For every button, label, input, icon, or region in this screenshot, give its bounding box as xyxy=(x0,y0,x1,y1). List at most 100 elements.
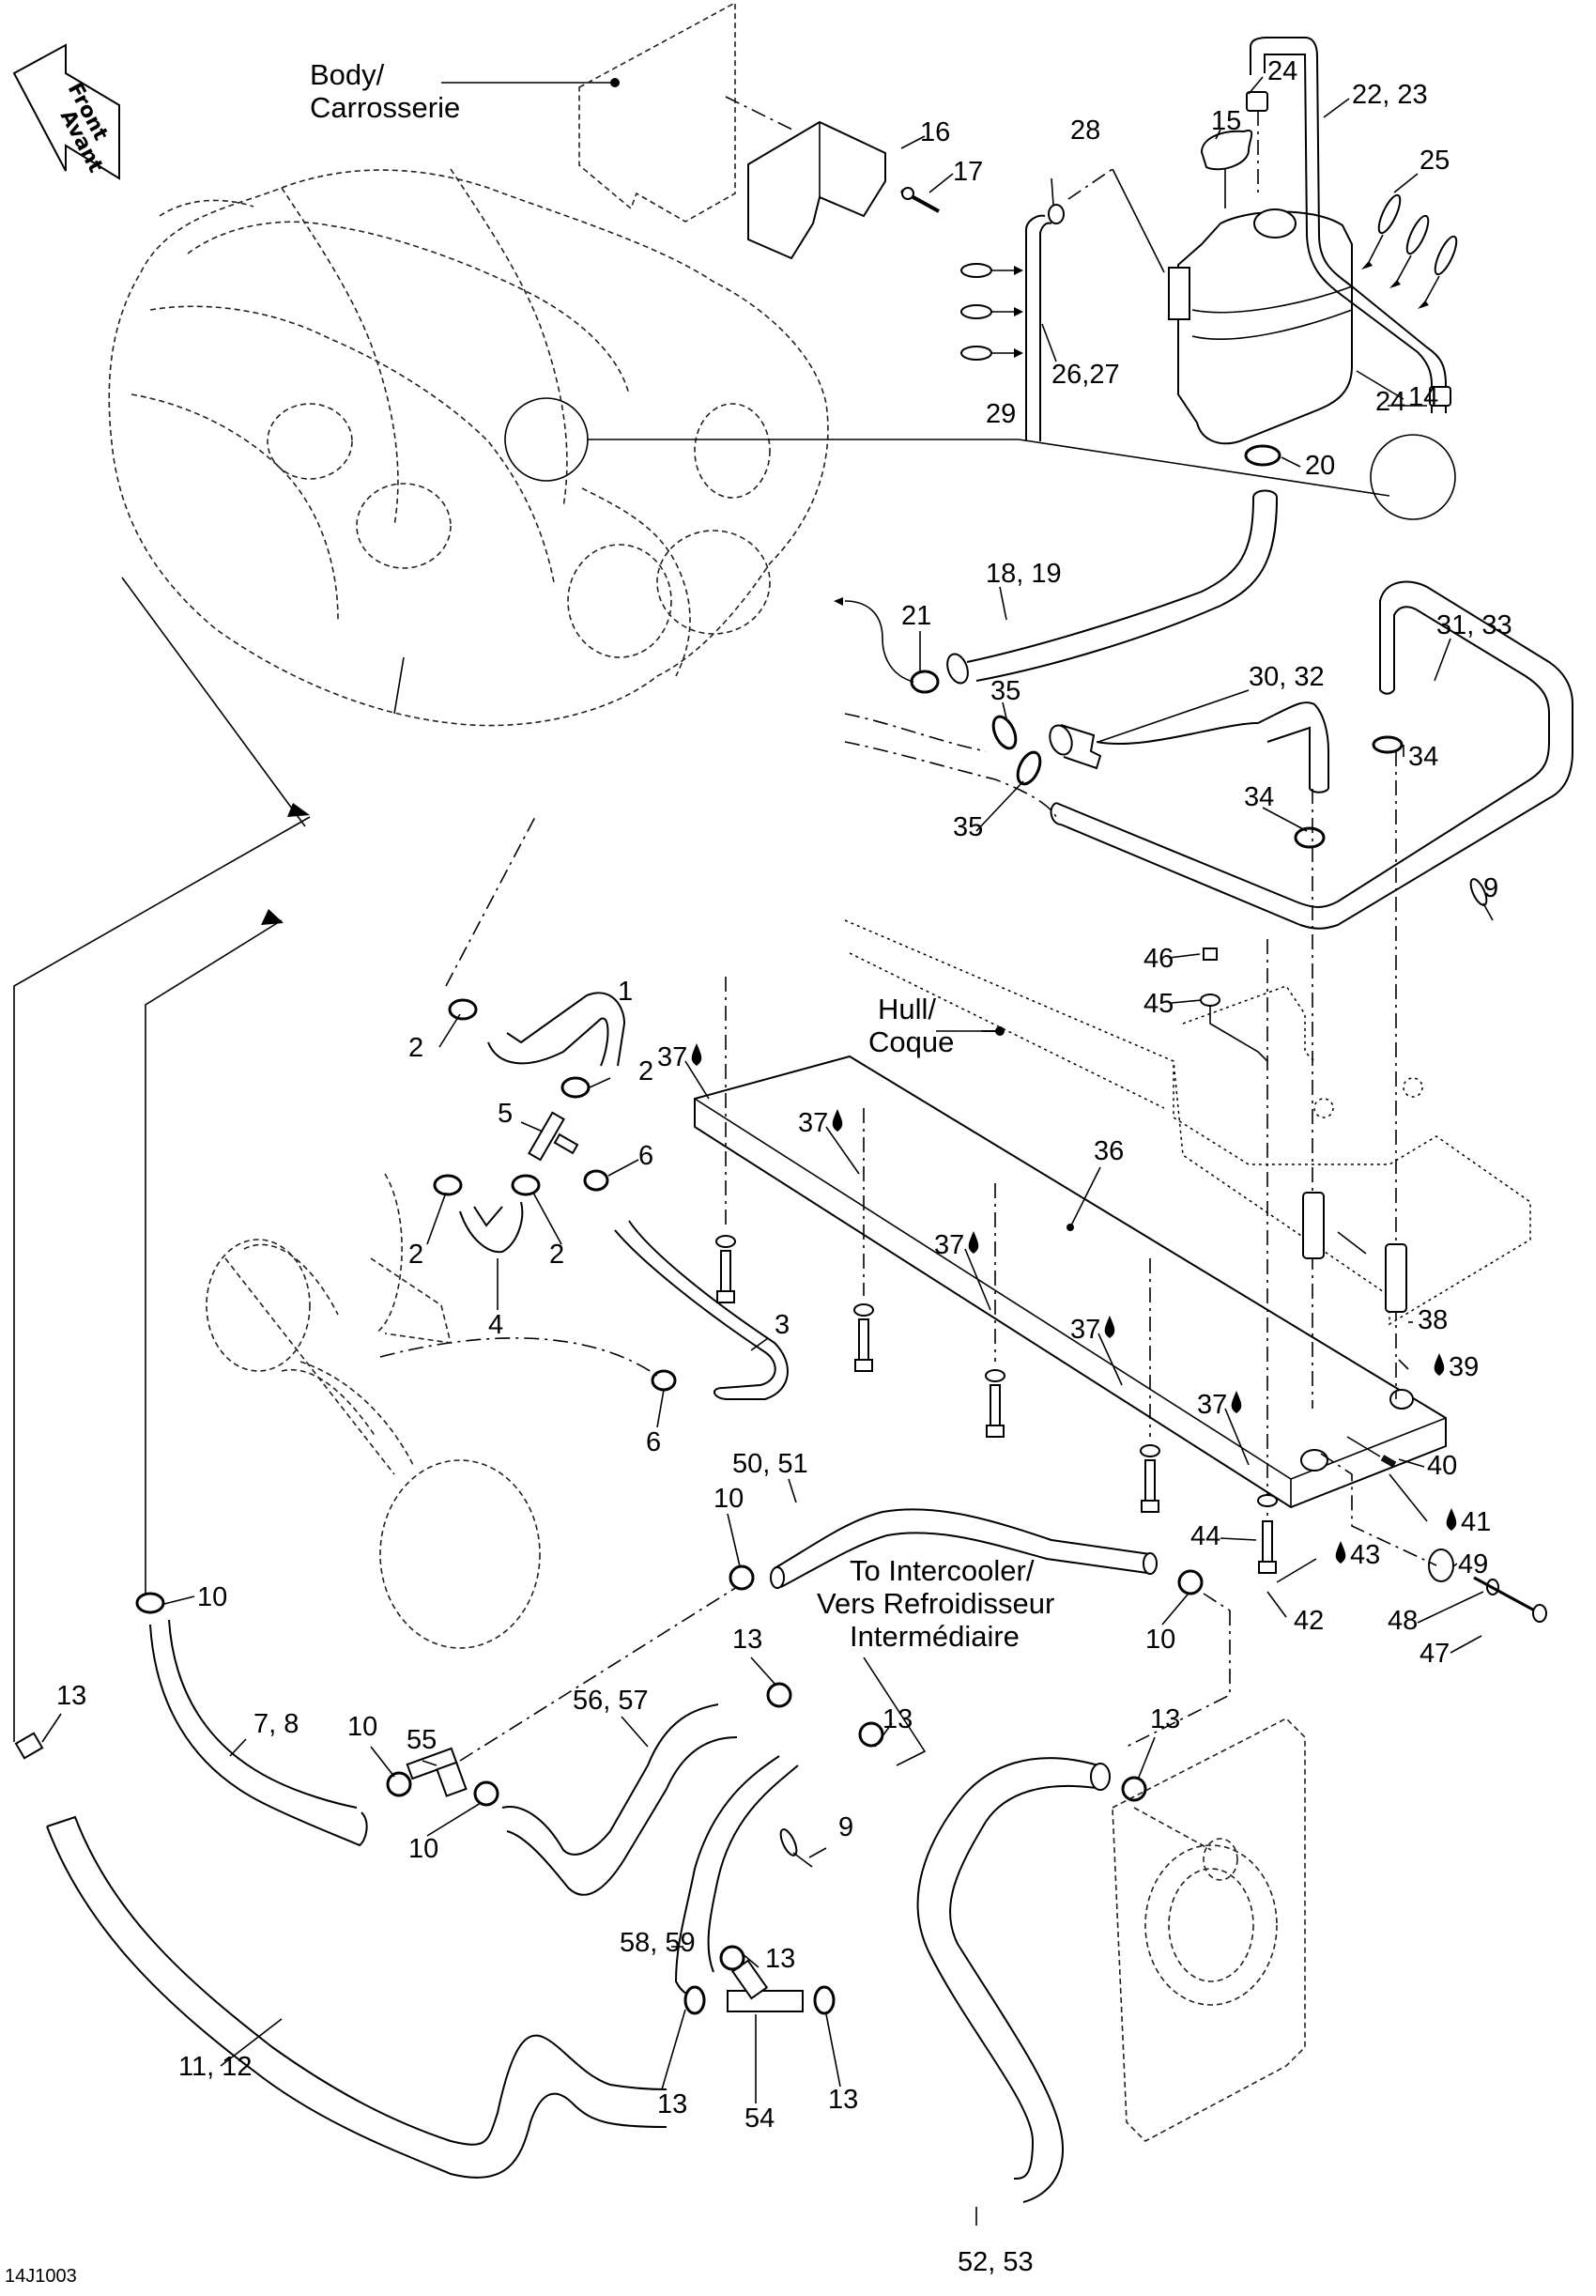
hose-3 xyxy=(614,1220,789,1400)
callout-number: 44 xyxy=(1190,1521,1220,1551)
callout-number: 30, 32 xyxy=(1249,662,1325,692)
sealant-drop-icon xyxy=(1434,1353,1445,1376)
callout-number: 56, 57 xyxy=(573,1686,649,1716)
callout-56-57: 56, 57 xyxy=(573,1686,649,1748)
callout-leader-line xyxy=(163,1595,195,1605)
callout-40: 40 xyxy=(1398,1451,1457,1481)
callout-37: 37 xyxy=(1070,1315,1123,1386)
callout-leader-line xyxy=(589,1077,611,1088)
callout-14: 14 xyxy=(1356,370,1438,412)
callout-leader-line xyxy=(438,1013,461,1048)
callout-54: 54 xyxy=(744,2014,775,2134)
callout-leader-line xyxy=(1393,173,1419,193)
callout-31-33: 31, 33 xyxy=(1434,610,1512,682)
callout-leader-line xyxy=(1220,1537,1257,1541)
sealant-drop-icon xyxy=(968,1231,979,1254)
callout-41: 41 xyxy=(1389,1473,1491,1537)
callout-24: 24 xyxy=(1375,387,1427,417)
callout-leader-line xyxy=(656,1389,665,1428)
callout-number: 22, 23 xyxy=(1352,80,1428,110)
callout-37: 37 xyxy=(798,1108,860,1175)
body-note-line2: Carrosserie xyxy=(310,91,460,124)
callout-leader-line xyxy=(1097,689,1250,743)
part-34-clamp-left xyxy=(1294,826,1326,849)
callout-24: 24 xyxy=(1248,56,1297,95)
callout-number: 26,27 xyxy=(1051,360,1120,390)
part-21-clamp xyxy=(834,597,940,694)
intercooler-note: To Intercooler/ Vers Refroidisseur Inter… xyxy=(817,1554,1054,1653)
callout-leader-line xyxy=(1389,1473,1428,1522)
callout-48: 48 xyxy=(1388,1591,1484,1636)
long-lead-lines xyxy=(13,577,405,1742)
callout-16: 16 xyxy=(900,117,950,149)
callout-leader-line xyxy=(900,135,926,149)
part-2-clamps xyxy=(433,816,591,1196)
callout-1: 1 xyxy=(618,977,633,1007)
part-34-clamp-right xyxy=(1372,735,1404,754)
part-35-clamp-lower xyxy=(1016,750,1042,786)
callout-number: 2 xyxy=(408,1033,423,1063)
callout-13: 13 xyxy=(874,1704,913,1748)
callout-29: 29 xyxy=(986,399,1016,429)
callout-leader-line xyxy=(370,1746,395,1778)
engine-phantom xyxy=(108,168,1019,727)
callout-25: 25 xyxy=(1393,146,1450,193)
callout-42: 42 xyxy=(1266,1591,1324,1636)
part-13-fitting-left xyxy=(14,1732,44,1760)
callout-leader-line xyxy=(1452,1563,1458,1567)
callout-leader-line xyxy=(1281,456,1301,468)
part-13-clamps xyxy=(683,1657,1147,2015)
callout-leader-line xyxy=(975,780,1024,832)
callout-leader-line xyxy=(684,1060,710,1100)
callout-13: 13 xyxy=(657,2009,687,2119)
callout-leader-line xyxy=(1161,1594,1189,1626)
callout-number: 35 xyxy=(990,676,1021,706)
sealant-drop-icon xyxy=(1446,1508,1457,1531)
callout-number: 3 xyxy=(775,1310,790,1340)
reference-code: 14J1003 xyxy=(5,2266,77,2287)
callout-13: 13 xyxy=(1137,1704,1180,1780)
callout-2: 2 xyxy=(408,1013,461,1063)
part-49-rubber-mount xyxy=(1320,1453,1454,1582)
callout-number: 14 xyxy=(1408,382,1438,412)
part-46-nut xyxy=(1203,948,1218,961)
part-10-clamps xyxy=(135,1564,1204,1807)
callout-number: 37 xyxy=(1070,1315,1100,1345)
callout-number: 41 xyxy=(1461,1507,1491,1537)
callout-leader-line xyxy=(825,1126,860,1175)
callout-number: 9 xyxy=(838,1812,853,1842)
callout-leader-line xyxy=(621,1716,649,1748)
callout-number: 11, 12 xyxy=(178,2052,252,2082)
part-38-fittings xyxy=(1302,751,1407,1409)
intercooler-note-line2: Vers Refroidisseur xyxy=(817,1587,1054,1620)
callout-number: 37 xyxy=(798,1108,828,1138)
hull-note-line1: Hull/ xyxy=(878,993,936,1025)
callout-leader-line xyxy=(928,173,954,193)
callout-leader-line xyxy=(825,2013,841,2088)
mounting-bolts xyxy=(715,939,1278,1574)
part-24-fitting-bottom xyxy=(1429,386,1451,407)
callout-number: 13 xyxy=(828,2085,858,2115)
part-47-screw xyxy=(1473,1576,1547,1623)
callout-13: 13 xyxy=(825,2013,858,2115)
callout-43: 43 xyxy=(1276,1540,1380,1583)
callout-number: 40 xyxy=(1427,1451,1457,1481)
callout-46: 46 xyxy=(1143,944,1201,974)
callout-leader-line xyxy=(1266,1591,1287,1618)
callout-leader-line xyxy=(1248,76,1264,95)
hull-phantom xyxy=(844,919,1531,1326)
callout-13: 13 xyxy=(741,1944,795,1974)
callout-number: 13 xyxy=(1150,1704,1180,1734)
callout-number: 9 xyxy=(1483,873,1498,903)
callout-number: 37 xyxy=(657,1042,687,1072)
callout-3: 3 xyxy=(750,1310,790,1351)
callout-number: 18, 19 xyxy=(986,559,1062,589)
bolt-1 xyxy=(715,977,736,1303)
callout-37: 37 xyxy=(1197,1390,1250,1466)
callout-11-12: 11, 12 xyxy=(178,2018,283,2082)
callout-leader-line xyxy=(422,1760,437,1766)
callout-leader-line xyxy=(1041,323,1057,362)
callout-6: 6 xyxy=(646,1389,665,1457)
